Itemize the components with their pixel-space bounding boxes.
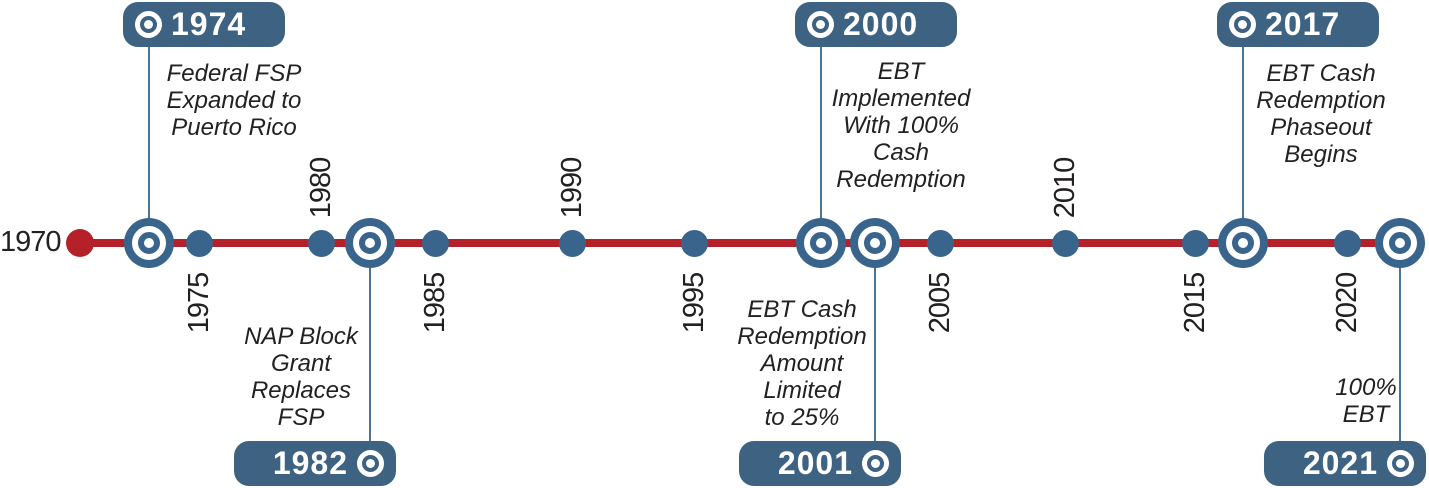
event-description-2021: 100% EBT xyxy=(1335,374,1397,428)
connector-2001 xyxy=(874,243,876,441)
tick-dot-1995 xyxy=(680,229,708,257)
badge-year-label: 2000 xyxy=(843,6,919,42)
tick-dot-1985 xyxy=(421,229,449,257)
tick-label-1980: 1980 xyxy=(305,157,337,219)
badge-year-label: 1982 xyxy=(272,445,348,481)
event-description-1982: NAP Block Grant Replaces FSP xyxy=(244,323,358,431)
event-description-1974: Federal FSP Expanded to Puerto Rico xyxy=(166,60,302,141)
tick-dot-1990 xyxy=(558,229,586,257)
start-dot xyxy=(66,229,94,257)
tick-label-2015: 2015 xyxy=(1179,272,1211,334)
event-marker-2001 xyxy=(850,218,900,268)
badge-year-label: 2021 xyxy=(1302,445,1378,481)
event-marker-2000 xyxy=(796,218,846,268)
connector-1974 xyxy=(148,45,150,243)
event-marker-2021 xyxy=(1375,218,1425,268)
event-description-2001: EBT Cash Redemption Amount Limited to 25… xyxy=(737,296,867,431)
tick-dot-1975 xyxy=(185,229,213,257)
bullseye-icon xyxy=(1387,450,1414,477)
year-badge-2000: 2000 xyxy=(795,2,957,47)
bullseye-icon xyxy=(807,11,834,38)
tick-dot-2010 xyxy=(1051,229,1079,257)
year-badge-2001: 2001 xyxy=(739,441,901,486)
tick-label-1990: 1990 xyxy=(556,157,588,219)
bullseye-icon xyxy=(1229,11,1256,38)
year-badge-1974: 1974 xyxy=(123,2,285,47)
badge-year-label: 2017 xyxy=(1265,6,1341,42)
event-marker-1982 xyxy=(345,218,395,268)
event-description-2000: EBT Implemented With 100% Cash Redemptio… xyxy=(831,58,971,193)
badge-year-label: 2001 xyxy=(777,445,853,481)
event-description-2017: EBT Cash Redemption Phaseout Begins xyxy=(1256,60,1386,168)
bullseye-icon xyxy=(862,450,889,477)
year-badge-2021: 2021 xyxy=(1264,441,1426,486)
year-badge-2017: 2017 xyxy=(1217,2,1379,47)
tick-dot-2015 xyxy=(1181,229,1209,257)
event-marker-2017 xyxy=(1218,218,1268,268)
tick-dot-1980 xyxy=(307,229,335,257)
tick-label-2020: 2020 xyxy=(1331,272,1363,334)
start-year-label: 1970 xyxy=(0,226,62,258)
bullseye-icon xyxy=(135,11,162,38)
year-badge-1982: 1982 xyxy=(234,441,396,486)
badge-year-label: 1974 xyxy=(171,6,247,42)
tick-dot-2005 xyxy=(926,229,954,257)
connector-2021 xyxy=(1399,243,1401,441)
connector-2017 xyxy=(1242,45,1244,243)
timeline-line xyxy=(80,239,1402,247)
bullseye-icon xyxy=(357,450,384,477)
tick-dot-2020 xyxy=(1333,229,1361,257)
tick-label-2010: 2010 xyxy=(1049,157,1081,219)
connector-2000 xyxy=(820,45,822,243)
event-marker-1974 xyxy=(124,218,174,268)
connector-1982 xyxy=(369,243,371,441)
